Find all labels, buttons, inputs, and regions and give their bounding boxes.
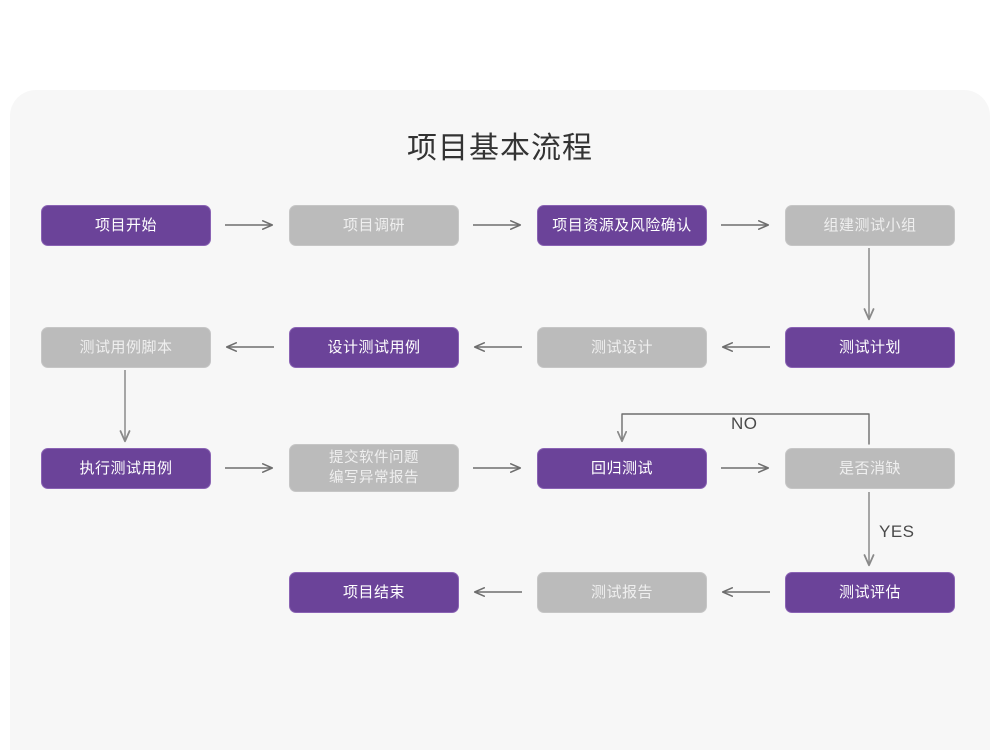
node-test-design[interactable]: 测试设计	[537, 327, 707, 368]
node-project-research[interactable]: 项目调研	[289, 205, 459, 246]
node-resource-risk-confirm[interactable]: 项目资源及风险确认	[537, 205, 707, 246]
node-test-plan[interactable]: 测试计划	[785, 327, 955, 368]
branch-label-yes: YES	[879, 522, 915, 541]
node-test-case-script[interactable]: 测试用例脚本	[41, 327, 211, 368]
diagram-panel	[10, 90, 990, 750]
node-project-start[interactable]: 项目开始	[41, 205, 211, 246]
node-test-report[interactable]: 测试报告	[537, 572, 707, 613]
node-design-test-cases[interactable]: 设计测试用例	[289, 327, 459, 368]
node-submit-defects-report[interactable]: 提交软件问题 编写异常报告	[289, 444, 459, 492]
page-title: 项目基本流程	[407, 132, 593, 165]
node-defects-cleared-decision[interactable]: 是否消缺	[785, 448, 955, 489]
node-regression-test[interactable]: 回归测试	[537, 448, 707, 489]
node-form-test-team[interactable]: 组建测试小组	[785, 205, 955, 246]
node-project-end[interactable]: 项目结束	[289, 572, 459, 613]
node-test-evaluation[interactable]: 测试评估	[785, 572, 955, 613]
branch-label-no: NO	[731, 414, 758, 433]
node-execute-test-cases[interactable]: 执行测试用例	[41, 448, 211, 489]
